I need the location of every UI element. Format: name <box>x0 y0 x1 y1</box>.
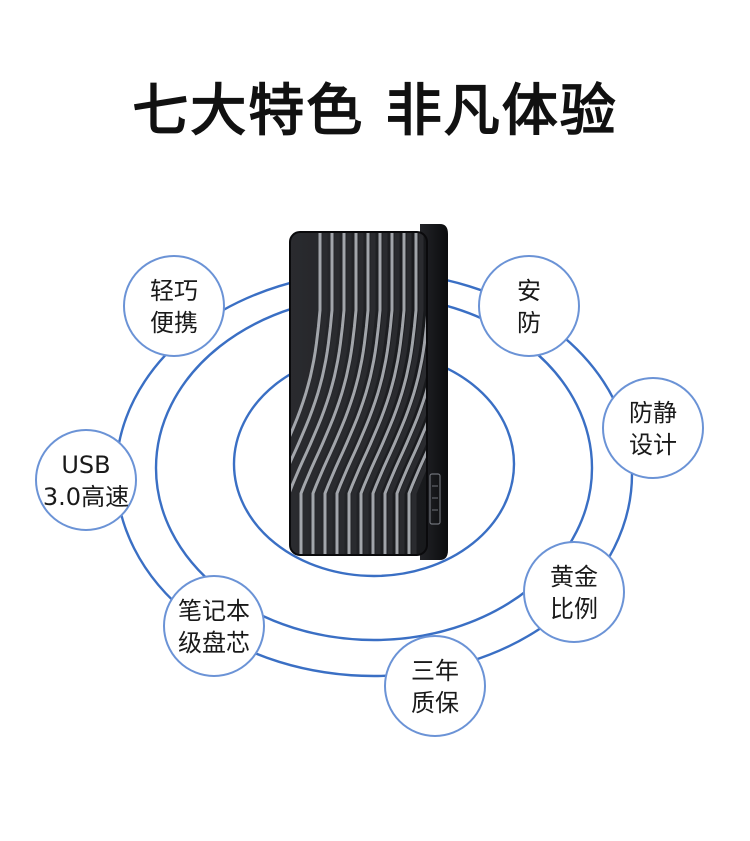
feature-bubble-circle <box>602 377 704 479</box>
feature-label-line: 笔记本 <box>178 597 250 625</box>
feature-label-line: 安 <box>517 277 541 305</box>
feature-label-line: USB <box>61 451 110 479</box>
feature-bubble-circle <box>35 429 137 531</box>
feature-label-line: 三年 <box>411 657 459 685</box>
feature-label-line: 设计 <box>629 431 677 459</box>
feature-label-line: 防 <box>517 309 541 337</box>
feature-label-line: 防静 <box>629 399 677 427</box>
feature-bubble-safe: 安防 <box>478 255 580 357</box>
device-logo-mark <box>429 473 441 525</box>
feature-label-line: 便携 <box>150 309 198 337</box>
feature-bubble-circle <box>523 541 625 643</box>
page-title: 七大特色 非凡体验 <box>132 79 618 144</box>
feature-label-line: 轻巧 <box>150 277 198 305</box>
feature-bubble-circle <box>384 635 486 737</box>
feature-label-line: 3.0高速 <box>43 483 129 511</box>
feature-label-line: 质保 <box>411 689 459 717</box>
feature-label-line: 级盘芯 <box>178 629 250 657</box>
feature-bubble-circle <box>123 255 225 357</box>
feature-label-line: 比例 <box>550 595 598 623</box>
feature-label-line: 黄金 <box>550 563 598 591</box>
feature-bubble-usb: USB 3.0高速 <box>35 429 137 531</box>
hard-drive-image <box>289 224 448 560</box>
feature-bubble-circle <box>478 255 580 357</box>
feature-bubble-circle <box>163 575 265 677</box>
